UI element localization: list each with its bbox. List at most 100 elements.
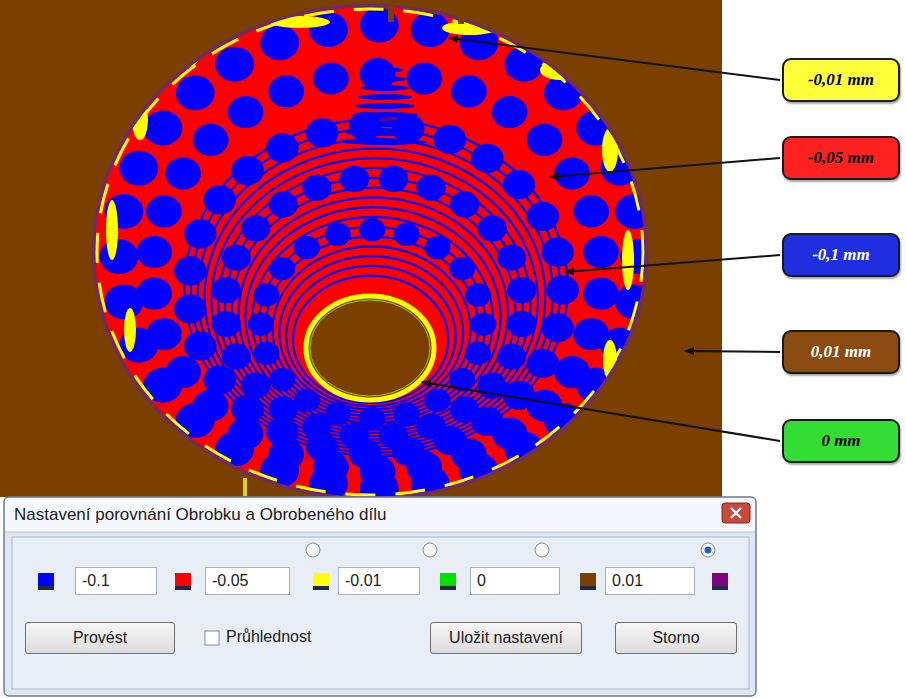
- deviation-dot: [176, 76, 215, 111]
- stripe: [239, 197, 508, 429]
- dish-surface: [95, 7, 645, 497]
- deviation-value: -0,05 mm: [808, 148, 874, 168]
- stripe: [184, 119, 568, 456]
- close-icon: [731, 508, 741, 518]
- deviation-dot: [583, 236, 619, 268]
- tolerance-patch: [124, 308, 136, 352]
- deviation-value: -0,01 mm: [808, 70, 874, 90]
- dialog-button: Uložit nastavení: [430, 622, 582, 654]
- stripe: [279, 256, 463, 409]
- deviation-dot: [394, 223, 420, 246]
- titlebar-divider: [5, 532, 755, 533]
- deviation-dot: [184, 219, 216, 248]
- deviation-dot: [184, 331, 216, 360]
- deviation-dot: [268, 75, 304, 107]
- deviation-value: 0,01 mm: [811, 342, 871, 362]
- deviation-dot: [266, 133, 298, 162]
- deviation-dot: [146, 195, 182, 227]
- checkbox-label: Průhlednost: [226, 628, 311, 646]
- deviation-dot: [100, 239, 139, 274]
- deviation-dot: [503, 170, 535, 199]
- stripe: [358, 94, 412, 100]
- callout-box: -0,01 mm: [782, 58, 900, 102]
- deviation-dot: [576, 368, 615, 403]
- deviation-dot: [269, 368, 295, 391]
- deviation-dot: [260, 453, 299, 488]
- deviation-dot: [478, 215, 507, 241]
- callout-box: 0,01 mm: [782, 330, 900, 374]
- deviation-dot: [406, 62, 442, 94]
- color-swatch: [580, 573, 596, 590]
- deviation-dot: [325, 223, 351, 246]
- stripe: [191, 129, 560, 453]
- deviation-dot: [228, 96, 264, 128]
- stripe: [364, 76, 406, 82]
- radio-selected: [705, 547, 712, 554]
- deviation-dot: [215, 47, 254, 82]
- dialog-window: [4, 497, 756, 696]
- dialog-titlebar: [5, 498, 755, 532]
- stripe: [259, 227, 486, 420]
- deviation-dot: [497, 343, 526, 369]
- rim-tolerance: [97, 9, 643, 495]
- deviation-dot: [253, 283, 279, 306]
- stripe: [293, 276, 448, 403]
- value-field: -0.1: [75, 567, 157, 595]
- close-button: [722, 503, 750, 523]
- deviation-dot: [527, 124, 563, 156]
- stripe: [198, 139, 553, 450]
- deviation-dot: [302, 174, 331, 200]
- deviation-dot: [527, 202, 559, 231]
- deviation-value: 0 mm: [821, 431, 860, 451]
- deviation-dot: [492, 96, 528, 128]
- leader-line: [449, 38, 780, 80]
- radio-button: [535, 543, 549, 557]
- deviation-dot: [313, 62, 349, 94]
- deviation-dot: [222, 244, 251, 270]
- deviation-dot: [165, 157, 201, 189]
- radio-buttons: [306, 543, 715, 557]
- deviation-dot: [573, 195, 609, 227]
- deviation-dot: [143, 368, 182, 403]
- deviation-dot: [471, 144, 503, 173]
- deviation-dot: [615, 194, 654, 229]
- stripe: [343, 139, 427, 145]
- deviation-dot: [340, 166, 369, 192]
- color-swatch: [175, 573, 191, 590]
- leader-line: [550, 158, 780, 177]
- stripe: [225, 178, 523, 436]
- deviation-dot: [176, 403, 215, 438]
- deviation-dot: [174, 256, 206, 285]
- deviation-dot: [451, 75, 487, 107]
- deviation-dot: [411, 466, 450, 501]
- deviation-dot: [212, 311, 241, 337]
- deviation-dot: [470, 312, 496, 335]
- callout-box: -0,05 mm: [782, 136, 900, 180]
- color-swatch: [313, 573, 329, 590]
- value-field: 0: [470, 567, 560, 595]
- deviation-dot: [105, 284, 144, 319]
- deviation-dot: [394, 402, 420, 425]
- color-swatch: [38, 573, 54, 590]
- stripe: [349, 121, 421, 127]
- center-hole: [306, 296, 434, 400]
- deviation-dot: [212, 277, 241, 303]
- deviation-dot: [392, 114, 424, 143]
- deviation-dot: [546, 275, 578, 304]
- deviation-dot: [583, 278, 619, 310]
- deviation-dot: [222, 343, 251, 369]
- dialog-button: Provést: [25, 622, 175, 654]
- rim-notch: [458, 8, 464, 24]
- deviation-dot: [434, 125, 466, 154]
- deviation-dot: [136, 236, 172, 268]
- deviation-dot: [507, 311, 536, 337]
- dialog-button: Storno: [615, 622, 737, 654]
- value-field: -0.01: [338, 567, 420, 595]
- deviation-dot: [359, 218, 385, 241]
- stripe: [211, 158, 538, 443]
- color-swatch: [440, 573, 456, 590]
- leader-line: [685, 351, 780, 352]
- stripe: [252, 217, 493, 423]
- deviation-dot: [541, 237, 573, 266]
- dialog-title: Nastavení porovnání Obrobku a Obrobeného…: [14, 505, 386, 525]
